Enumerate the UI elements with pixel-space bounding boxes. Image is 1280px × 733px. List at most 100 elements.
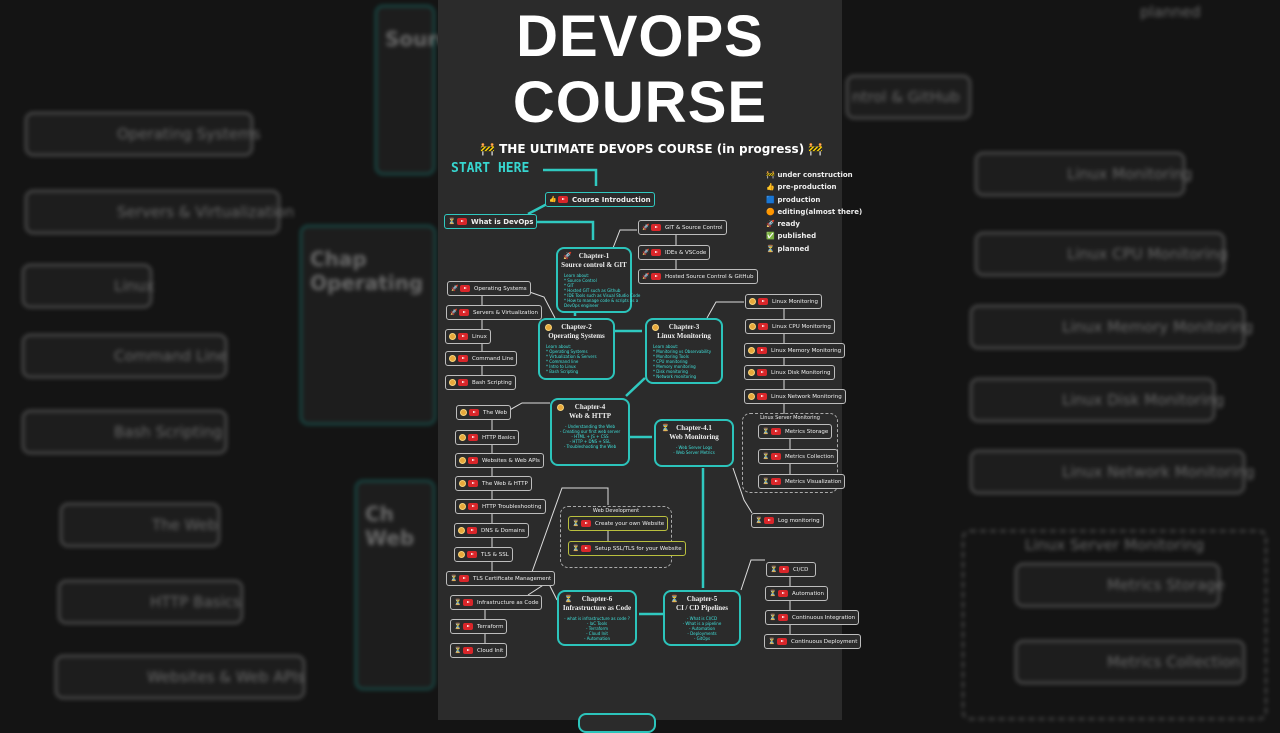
chapter-title: Web Monitoring [669,433,719,441]
bg-node: The Web [60,503,220,547]
bg-chapter: Ch Web [355,480,435,690]
chapter-title: Infrastructure as Code [562,604,632,612]
editing-status-icon [449,333,456,340]
planned-status-icon: ⏳ [762,428,770,435]
node-intro[interactable]: 👍Course Introduction [545,192,655,207]
node-label: The Web & HTTP [482,480,528,487]
node-iac[interactable]: ⏳ Infrastructure as Code [450,595,543,610]
chapter-topic: * Virtualization & Servers [546,354,597,359]
planned-status-icon: ⏳ [768,638,776,645]
page-title: DEVOPS COURSE [438,4,842,136]
node-http[interactable]: HTTP Basics [455,430,520,445]
chapter-topic: - Creating our first web server [559,429,621,434]
planned-status-icon: ⏳ [454,599,462,606]
chapter-title: Web & HTTP [568,412,611,420]
chapter-topic: DevOps engineer [564,303,599,308]
planned-status-icon: ⏳ [755,517,763,524]
bg-node: Command Line [22,334,227,378]
planned-status-icon: ⏳ [572,545,580,552]
node-label: Continuous Deployment [791,638,858,645]
node-bash[interactable]: Bash Scripting [445,375,516,390]
node-hosted[interactable]: 🚀Hosted Source Control & GitHub [638,269,758,284]
chapter-topic: * Bash Scripting [546,369,579,374]
youtube-icon [457,218,467,225]
node-whatis[interactable]: ⏳What is DevOps [444,214,538,229]
chapter-title: Chapter-6 [581,595,613,603]
node-ides[interactable]: 🚀IDEs & VSCode [638,245,711,260]
youtube-icon [469,409,479,416]
node-git[interactable]: 🚀GIT & Source Control [638,220,727,235]
node-ownsite[interactable]: ⏳Create your own Website [568,516,669,531]
node-label: Command Line [472,355,514,362]
chapter-title: Linux Monitoring [657,332,711,340]
legend-label: pre-production [777,183,837,192]
node-label: TLS & SSL [481,551,509,558]
node-lcpu[interactable]: Linux CPU Monitoring [745,319,835,334]
node-cd[interactable]: ⏳ Continuous Deployment [764,634,862,649]
youtube-icon [467,527,477,534]
editing-status-icon [748,369,755,376]
node-lmon[interactable]: Linux Monitoring [745,294,822,309]
chapter-topic: * IDE Tools such as Visual Studio Code [564,293,641,298]
planned-status-icon: ⏳ [661,424,670,432]
node-httptr[interactable]: HTTP Troubleshooting [455,499,546,514]
node-label: Terraform [477,623,504,630]
chapter-topic: * Memory monitoring [653,364,696,369]
node-label: Infrastructure as Code [477,599,539,606]
node-mviz[interactable]: ⏳Metrics Visualization [758,474,846,489]
node-webhttp[interactable]: The Web & HTTP [455,476,532,491]
node-web[interactable]: The Web [456,405,511,420]
node-lnet[interactable]: Linux Network Monitoring [744,389,846,404]
arrow-intro-whatis [527,202,548,216]
youtube-icon [458,333,468,340]
node-dns[interactable]: DNS & Domains [454,523,529,538]
node-label: GIT & Source Control [665,224,723,231]
legend-label: planned [777,244,810,253]
node-os[interactable]: 🚀Operating Systems [447,281,531,296]
node-tls[interactable]: TLS & SSL [454,547,513,562]
node-cinit[interactable]: ⏳Cloud Init [450,643,508,658]
node-label: DNS & Domains [481,527,525,534]
node-logmon[interactable]: ⏳Log monitoring [751,513,824,528]
editing-status-icon [449,355,456,362]
node-label: Linux Network Monitoring [771,393,842,400]
node-servers[interactable]: 🚀Servers & Virtualization [446,305,542,320]
youtube-icon [581,520,591,527]
chapter-topic: - Automation [583,636,610,641]
chapter-topic: * CPU monitoring [653,359,688,364]
node-cicd[interactable]: ⏳CI/CD [766,562,816,577]
youtube-icon [651,224,661,231]
node-auto[interactable]: ⏳Automation [765,586,829,601]
legend-label: production [777,195,821,204]
node-tlscert[interactable]: ⏳TLS Certificate Management [446,571,556,586]
planned-status-icon: ⏳ [762,478,770,485]
node-cmd[interactable]: Command Line [445,351,518,366]
legend-item: 🚀 ready [766,218,862,230]
node-linux[interactable]: Linux [445,329,491,344]
node-ldisk[interactable]: Linux Disk Monitoring [744,365,835,380]
node-lmem[interactable]: Linux Memory Monitoring [744,343,846,358]
node-mcoll[interactable]: ⏳Metrics Collection [758,449,838,464]
youtube-icon [758,323,768,330]
chapter-topic: - GitOps [693,636,711,641]
node-mstore[interactable]: ⏳Metrics Storage [758,424,833,439]
editing-status-icon [748,347,755,354]
youtube-icon [779,566,789,573]
node-ci[interactable]: ⏳Continuous Integration [765,610,860,625]
chapter-topic: - Web Server Metrics [673,450,715,455]
ready-status-icon: 🚀 [450,309,458,316]
planned-status-icon: ⏳ [670,595,679,603]
node-tf[interactable]: ⏳Terraform [450,619,508,634]
planned-status-icon: ⏳ [762,453,770,460]
legend-label: published [777,232,817,241]
node-webapi[interactable]: Websites & Web APIs [455,453,544,468]
node-setupssl[interactable]: ⏳Setup SSL/TLS for your Website [568,541,686,556]
node-label: TLS Certificate Management [473,575,552,582]
